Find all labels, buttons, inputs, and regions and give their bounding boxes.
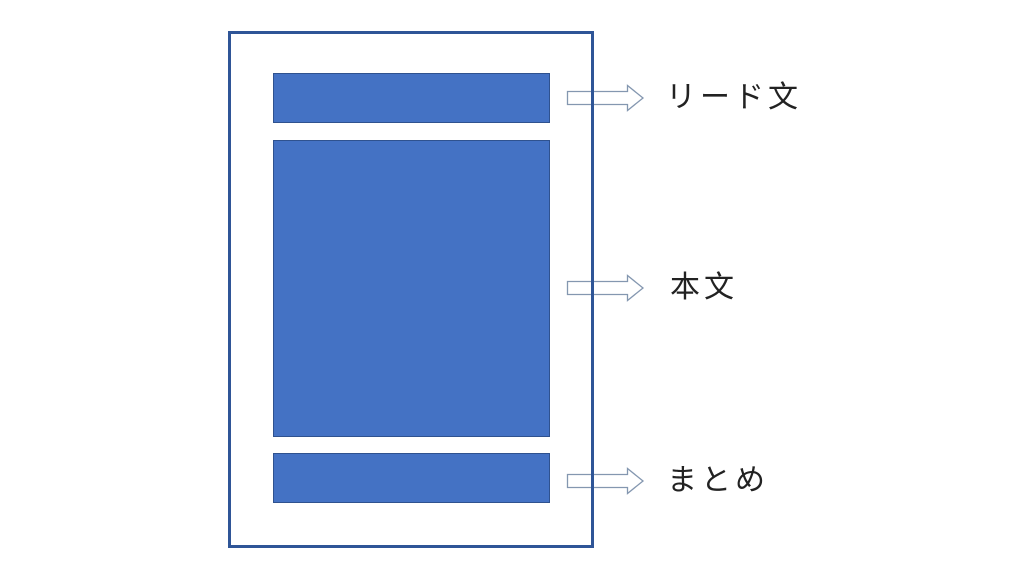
arrow-right-icon bbox=[566, 84, 645, 112]
body-block bbox=[273, 140, 550, 437]
arrow-right-icon bbox=[566, 274, 645, 302]
lead-label: リード文 bbox=[666, 80, 802, 115]
lead-block bbox=[273, 73, 550, 123]
body-label: 本文 bbox=[670, 270, 738, 305]
summary-label: まとめ bbox=[667, 463, 769, 498]
arrow-right-icon bbox=[566, 467, 645, 495]
frame-right-edge bbox=[591, 31, 594, 548]
summary-block bbox=[273, 453, 550, 503]
